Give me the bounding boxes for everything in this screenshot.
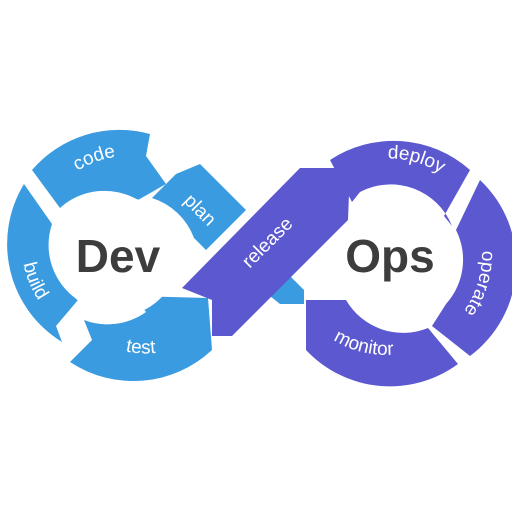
stage-plan-segment	[152, 164, 246, 250]
stage-build-segment	[7, 184, 79, 342]
stage-test-label: test	[124, 336, 157, 359]
stage-code-segment	[32, 129, 166, 208]
stage-monitor-segment	[306, 300, 458, 387]
stage-test-segment	[70, 296, 212, 382]
monitor-return-arrow	[270, 276, 304, 304]
dev-loop	[7, 129, 246, 382]
stage-deploy-segment	[330, 140, 470, 226]
ops-loop	[270, 140, 512, 387]
stage-operate-segment	[432, 180, 512, 356]
stage-release-segment	[182, 168, 350, 336]
dev-center-circle	[58, 196, 178, 316]
ops-center-label: Ops	[345, 230, 434, 282]
ops-center-circle	[330, 196, 450, 316]
dev-center-label: Dev	[76, 230, 161, 282]
